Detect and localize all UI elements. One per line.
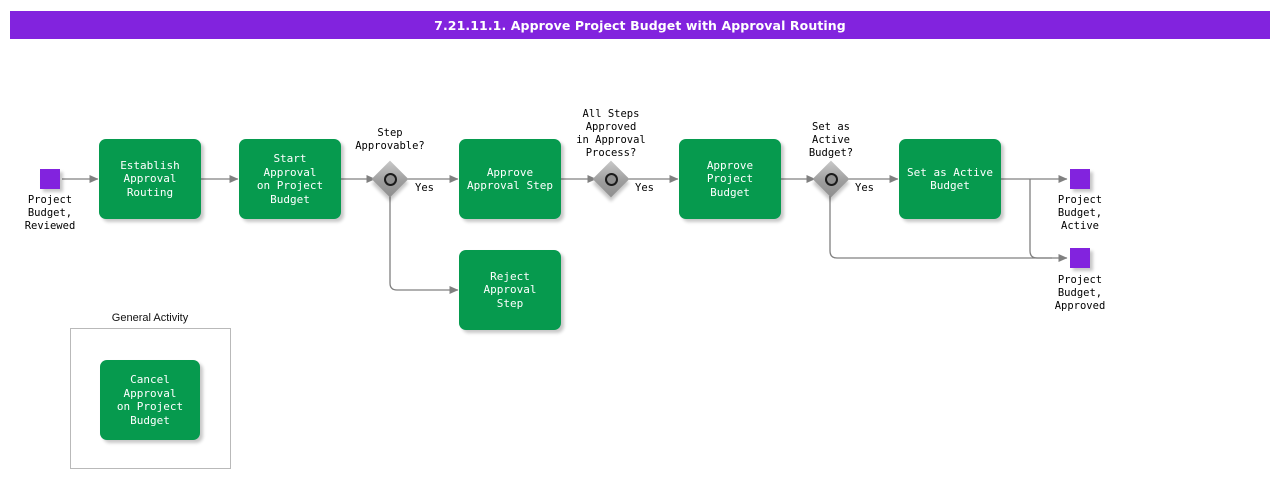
group-title-general-activity: General Activity (111, 312, 189, 324)
flow-gw1-to-reject-step (389, 194, 459, 294)
page-title: 7.21.11.1. Approve Project Budget with A… (434, 17, 846, 33)
task-cancel-approval-on-project-budget[interactable]: Cancel Approval on Project Budget (100, 360, 200, 440)
end-event-label-approved: Project Budget, Approved (1054, 274, 1106, 312)
gateway-inclusive-ring-icon (604, 172, 618, 186)
start-event-label: Project Budget, Reviewed (24, 194, 76, 232)
task-approve-project-budget[interactable]: Approve Project Budget (679, 139, 781, 219)
gateway-label-all-steps-approved: All Steps Approved in Approval Process? (576, 108, 646, 159)
task-start-approval-on-project-budget[interactable]: Start Approval on Project Budget (239, 139, 341, 219)
flow-label-yes-3: Yes (855, 182, 874, 194)
end-event-project-budget-approved[interactable] (1070, 248, 1090, 268)
diagram-title-bar: 7.21.11.1. Approve Project Budget with A… (10, 11, 1270, 39)
gateway-inclusive-ring-icon (824, 172, 838, 186)
end-event-label-active: Project Budget, Active (1057, 194, 1103, 232)
end-event-project-budget-active[interactable] (1070, 169, 1090, 189)
flow-label-yes-2: Yes (635, 182, 654, 194)
flow-label-yes-1: Yes (415, 182, 434, 194)
task-set-as-active-budget[interactable]: Set as Active Budget (899, 139, 1001, 219)
task-approve-approval-step[interactable]: Approve Approval Step (459, 139, 561, 219)
group-general-activity (70, 328, 231, 469)
gateway-label-set-as-active-budget: Set as Active Budget? (808, 121, 854, 159)
task-establish-approval-routing[interactable]: Establish Approval Routing (99, 139, 201, 219)
gateway-inclusive-ring-icon (383, 172, 397, 186)
task-reject-approval-step[interactable]: Reject Approval Step (459, 250, 561, 330)
start-event-project-budget-reviewed[interactable] (40, 169, 60, 189)
gateway-label-step-approvable: Step Approvable? (355, 127, 425, 152)
